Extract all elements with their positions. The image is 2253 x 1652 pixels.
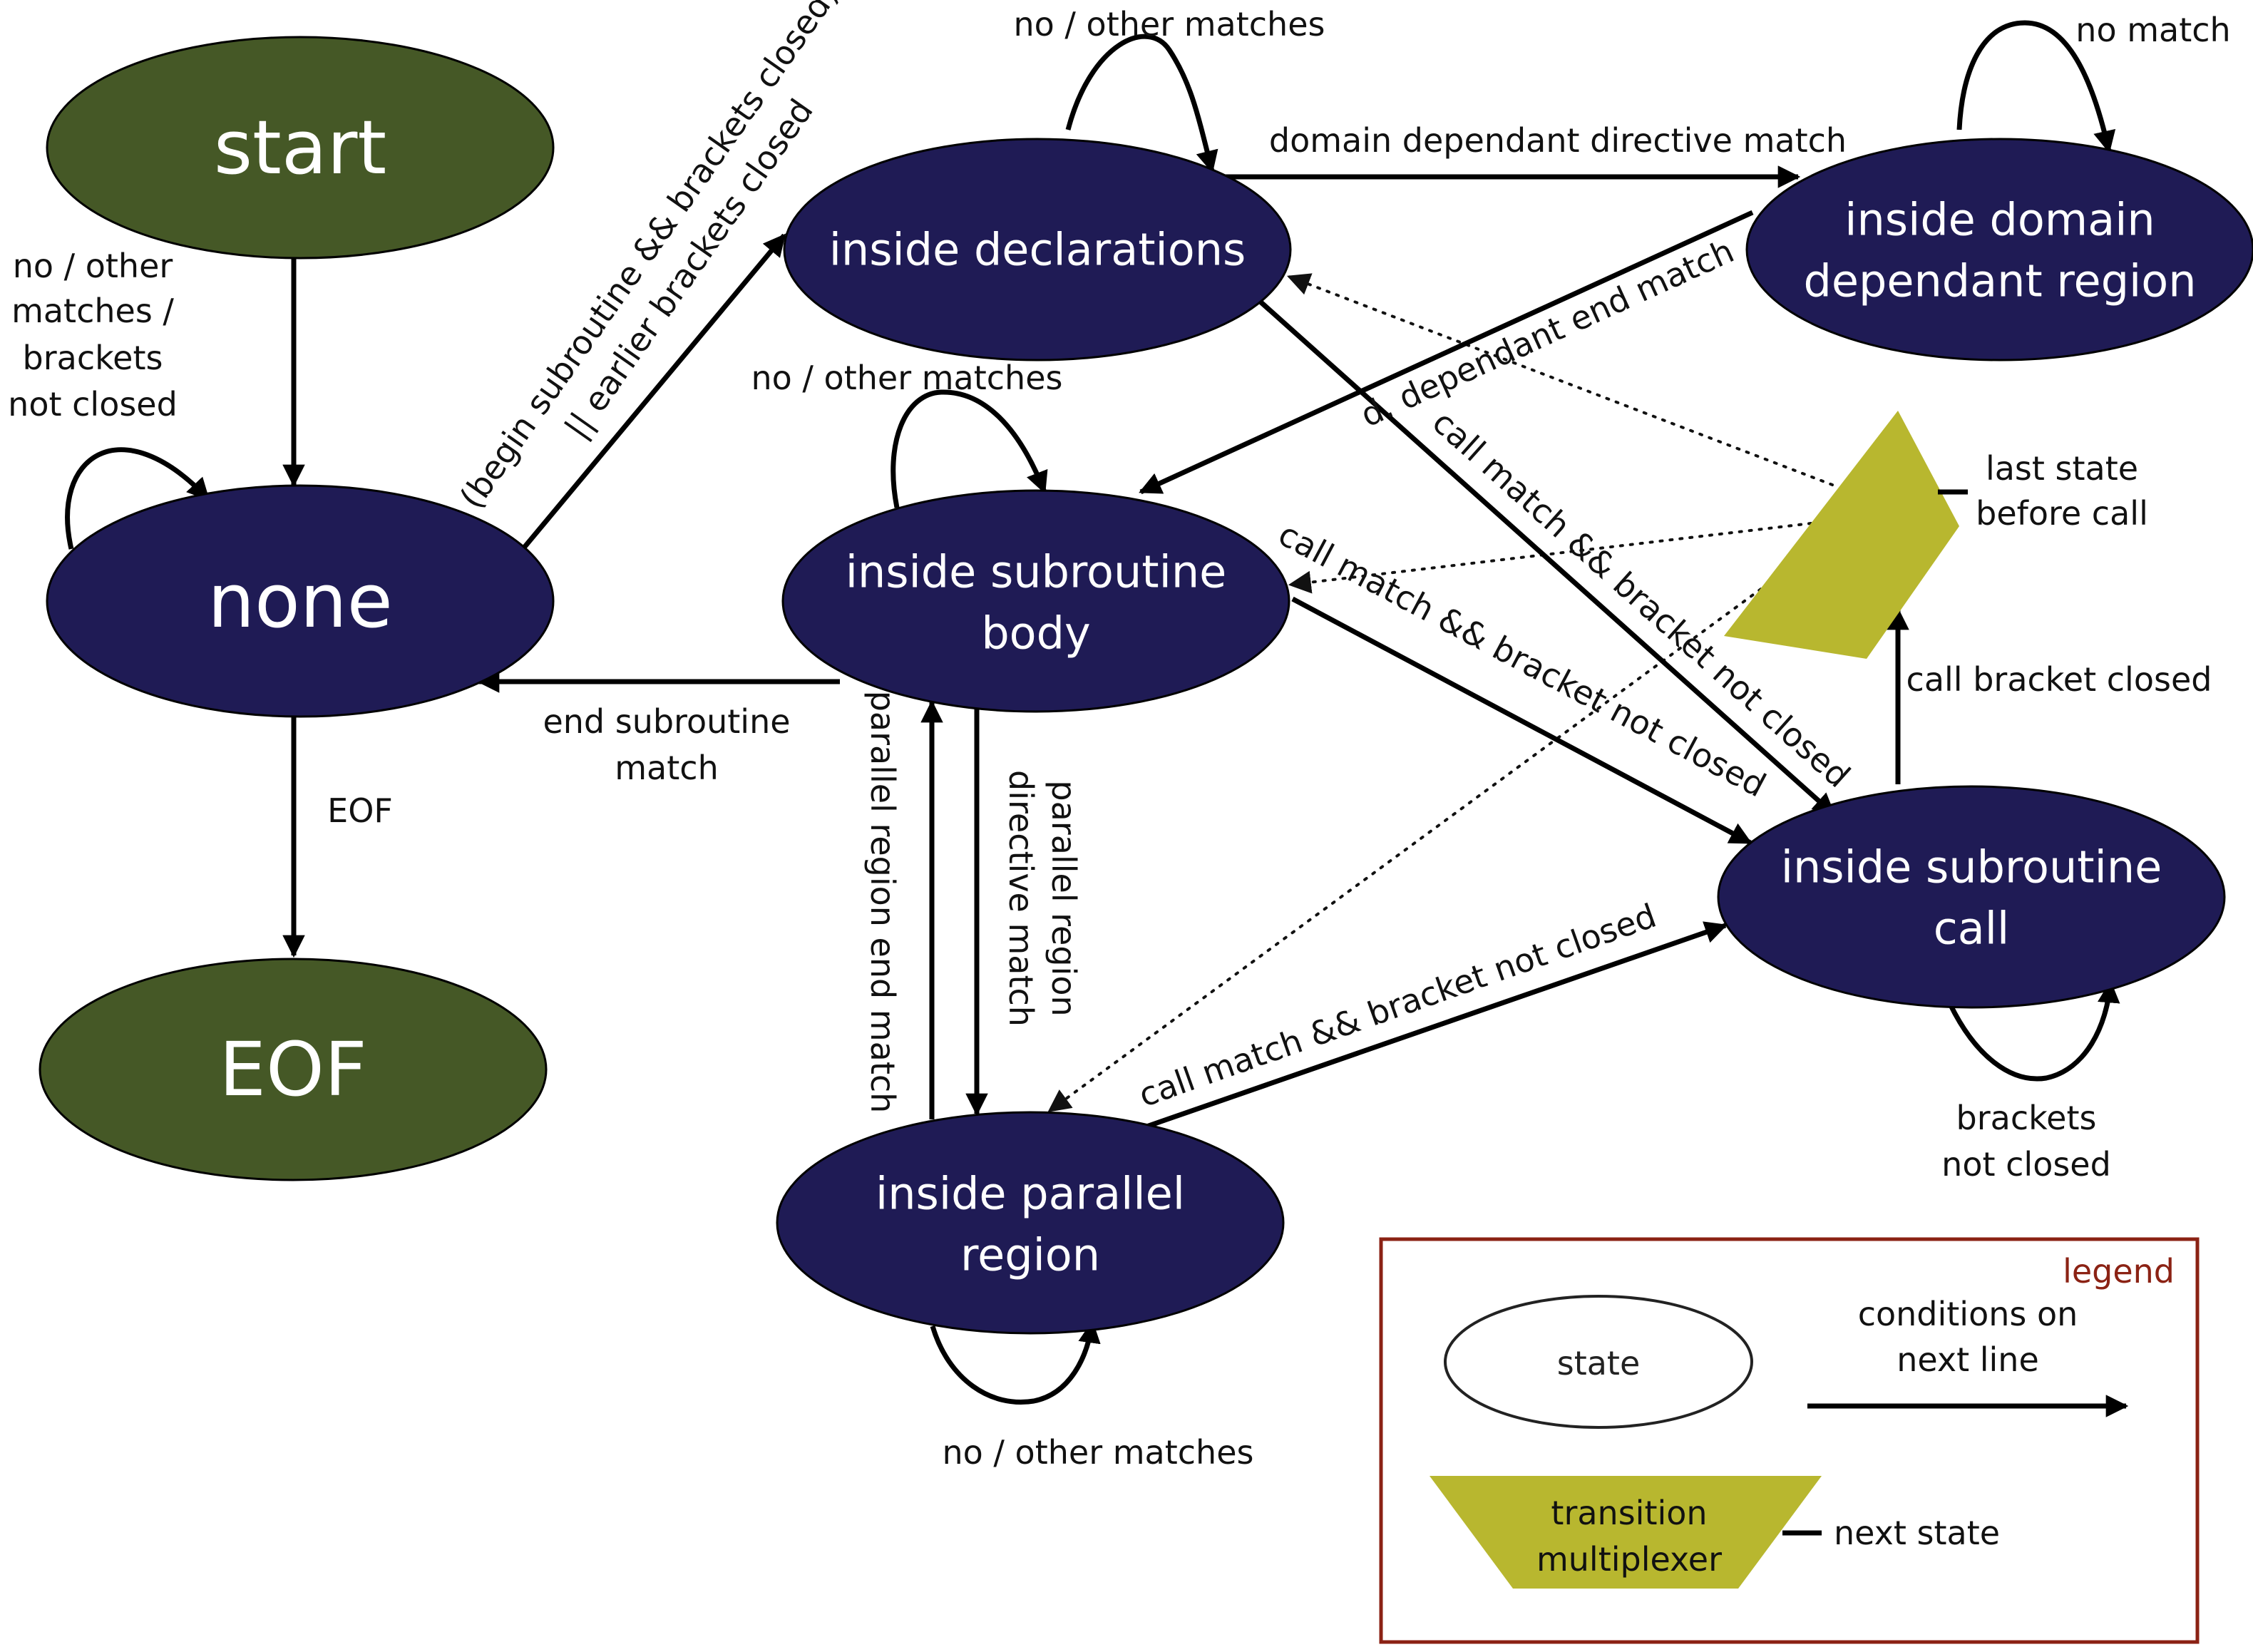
edge-body-self-loop — [891, 389, 1048, 508]
legend-multiplexer-line2: multiplexer — [1536, 1540, 1722, 1579]
transition-multiplexer: last state before call — [1724, 411, 2148, 659]
edge-body-to-call — [1291, 596, 1752, 846]
label-eof-edge: EOF — [327, 791, 393, 830]
multiplexer-label-line2: before call — [1976, 494, 2148, 533]
multiplexer-label-line1: last state — [1986, 449, 2138, 488]
label-call-loop-line2: not closed — [1941, 1145, 2111, 1184]
state-body-shape — [781, 489, 1290, 713]
label-parallel-end: parallel region end match — [863, 691, 902, 1114]
state-inside-parallel-region: inside parallel region — [776, 1111, 1285, 1335]
transition-edges — [65, 20, 2120, 1405]
dotted-link-to-declarations — [1287, 273, 1834, 486]
label-end-subroutine-line2: match — [615, 749, 718, 787]
edge-parallel-self-loop — [930, 1320, 1101, 1405]
edge-parallel-to-call — [1145, 921, 1728, 1129]
legend-conditions-line1: conditions on — [1858, 1295, 2078, 1333]
label-call-loop-line1: brackets — [1956, 1099, 2097, 1137]
edge-none-to-declarations — [522, 233, 786, 550]
state-body-label-line2: body — [981, 607, 1090, 660]
state-eof-label: EOF — [219, 1026, 366, 1113]
state-none: none — [46, 484, 555, 718]
legend-next-state-label: next state — [1834, 1514, 2000, 1552]
state-declarations-label: inside declarations — [829, 224, 1246, 276]
state-declarations-shape — [783, 138, 1292, 361]
label-none-loop-line1: no / other — [13, 247, 173, 285]
state-inside-subroutine-body: inside subroutine body — [781, 489, 1290, 713]
state-none-shape — [46, 484, 555, 718]
edge-call-self-loop — [1947, 980, 2120, 1082]
edge-domain-self-loop — [1956, 20, 2116, 154]
legend: legend state conditions on next line tra… — [1379, 1237, 2200, 1644]
legend-box — [1379, 1237, 2200, 1644]
label-domain-directive: domain dependant directive match — [1269, 121, 1847, 160]
state-domain-label-line1: inside domain — [1844, 194, 2155, 246]
state-parallel-shape — [776, 1111, 1285, 1335]
label-end-subroutine-line1: end subroutine — [543, 702, 790, 741]
state-none-label: none — [207, 558, 392, 645]
state-start-label: start — [214, 104, 386, 191]
state-inside-declarations: inside declarations — [783, 138, 1292, 361]
legend-conditions-line2: next line — [1897, 1340, 2039, 1379]
edge-domain-to-body — [1139, 210, 1754, 495]
legend-multiplexer-shape — [1430, 1476, 1822, 1589]
state-call-shape — [1717, 785, 2226, 1009]
multiplexer-dotted-links — [1047, 273, 1834, 1112]
legend-state-label: state — [1557, 1344, 1641, 1382]
label-parallel-loop: no / other matches — [943, 1433, 1254, 1472]
label-parallel-directive-line2: directive match — [1002, 770, 1040, 1027]
label-none-loop-line4: not closed — [8, 385, 178, 424]
state-eof-shape — [39, 958, 548, 1181]
edge-declarations-self-loop — [1065, 34, 1218, 174]
state-eof: EOF — [39, 958, 548, 1181]
label-none-loop-line3: brackets — [23, 339, 163, 377]
state-call-label-line1: inside subroutine — [1781, 841, 2162, 893]
label-domain-end: d. dependant end match — [1355, 232, 1740, 435]
label-body-loop: no / other matches — [751, 359, 1063, 397]
state-call-label-line2: call — [1934, 903, 2010, 955]
label-none-loop-line2: matches / — [11, 292, 174, 330]
state-inside-subroutine-call: inside subroutine call — [1717, 785, 2226, 1009]
label-parallel-directive-line1: parallel region — [1045, 780, 1083, 1016]
edge-none-self-loop — [65, 447, 210, 550]
state-inside-domain-dependant-region: inside domain dependant region — [1745, 138, 2253, 361]
label-declarations-loop: no / other matches — [1014, 5, 1325, 43]
label-call-bracket-closed: call bracket closed — [1906, 660, 2212, 699]
multiplexer-shape — [1724, 411, 1959, 659]
legend-state-shape — [1444, 1295, 1753, 1429]
state-domain-label-line2: dependant region — [1803, 255, 2196, 307]
state-parallel-label-line2: region — [960, 1229, 1100, 1281]
state-start-shape — [46, 36, 555, 260]
label-domain-loop: no match — [2075, 11, 2230, 49]
edge-declarations-to-call — [1214, 260, 1836, 816]
dotted-link-to-subroutine-body — [1288, 522, 1812, 594]
state-body-label-line1: inside subroutine — [846, 546, 1227, 598]
label-parallel-to-call: call match && bracket not closed — [1134, 896, 1661, 1114]
state-domain-shape — [1745, 138, 2253, 361]
dotted-link-to-parallel-region — [1047, 540, 1827, 1112]
state-start: start — [46, 36, 555, 260]
state-parallel-label-line1: inside parallel — [876, 1168, 1185, 1220]
legend-multiplexer-line1: transition — [1551, 1494, 1707, 1532]
legend-title: legend — [2063, 1252, 2175, 1291]
